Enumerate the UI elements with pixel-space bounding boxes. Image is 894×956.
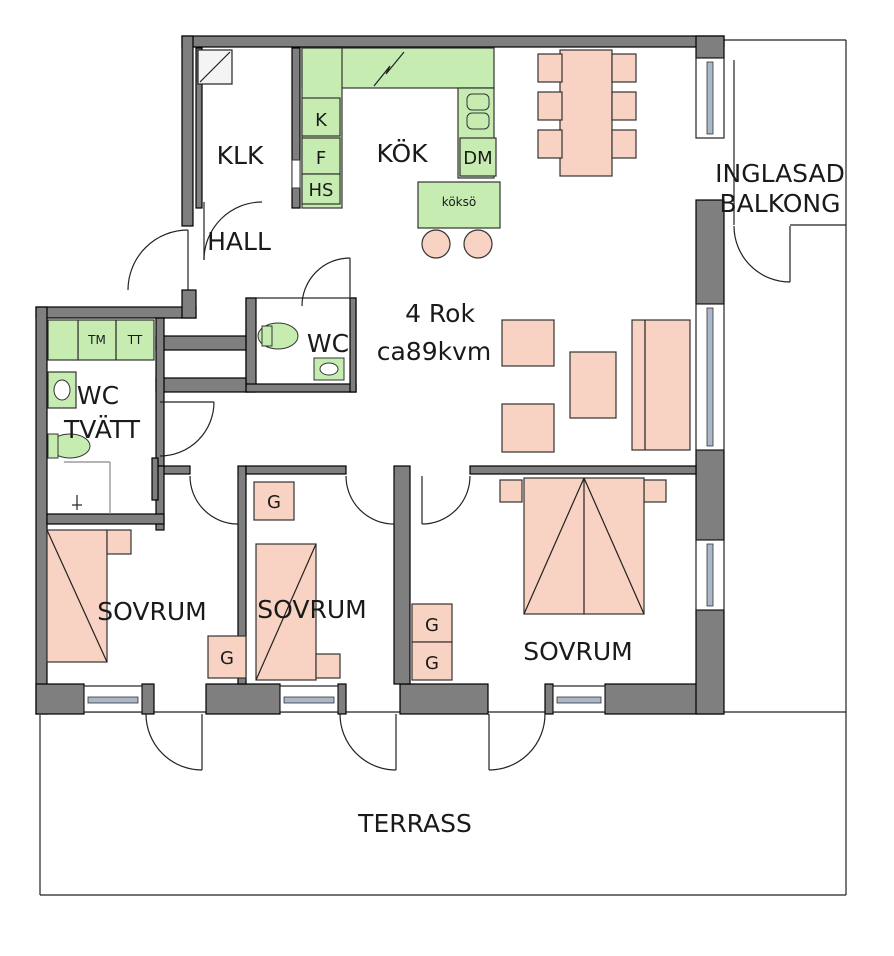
room-label-balkong-line1: INGLASAD	[715, 159, 845, 188]
interior-walls	[46, 47, 697, 685]
wardrobe-g-3: G	[425, 615, 439, 636]
kitchen-counters	[301, 47, 501, 259]
appliance-dm: DM	[463, 148, 492, 169]
windows	[83, 57, 725, 713]
apartment-area: ca89kvm	[377, 337, 492, 366]
wardrobe-g-2: G	[220, 648, 234, 669]
dining-set	[537, 49, 637, 177]
balcony-outline	[724, 39, 847, 226]
room-label-sovrum-left: SOVRUM	[97, 597, 206, 626]
room-label-hall: HALL	[207, 227, 271, 256]
appliance-tm: TM	[87, 333, 106, 347]
room-label-wc-tvatt-line2: TVÄTT	[63, 415, 141, 444]
doors	[127, 201, 791, 771]
room-label-sovrum-middle: SOVRUM	[257, 595, 366, 624]
wardrobe-g-4: G	[425, 653, 439, 674]
laundry-fixtures	[47, 319, 155, 514]
wardrobe-g-1: G	[267, 492, 281, 513]
living-furniture	[501, 319, 691, 453]
room-label-wc-tvatt-line1: WC	[77, 381, 119, 410]
wc-fixtures	[257, 322, 345, 381]
room-label-wc: WC	[307, 329, 349, 358]
apartment-rooms-count: 4 Rok	[405, 299, 475, 328]
room-label-balkong-line2: BALKONG	[720, 189, 841, 218]
exterior-walls	[35, 35, 725, 715]
room-label-kok: KÖK	[376, 139, 428, 168]
appliance-f: F	[316, 148, 326, 169]
appliance-hs: HS	[309, 180, 334, 201]
room-label-klk: KLK	[217, 141, 264, 170]
kitchen-island-label: köksö	[442, 195, 476, 209]
appliance-tt: TT	[127, 333, 143, 347]
appliance-k: K	[315, 110, 328, 131]
room-label-terrass: TERRASS	[357, 809, 472, 838]
bedroom-furniture	[46, 477, 667, 681]
klk-closet	[197, 49, 301, 189]
room-label-sovrum-right: SOVRUM	[523, 637, 632, 666]
